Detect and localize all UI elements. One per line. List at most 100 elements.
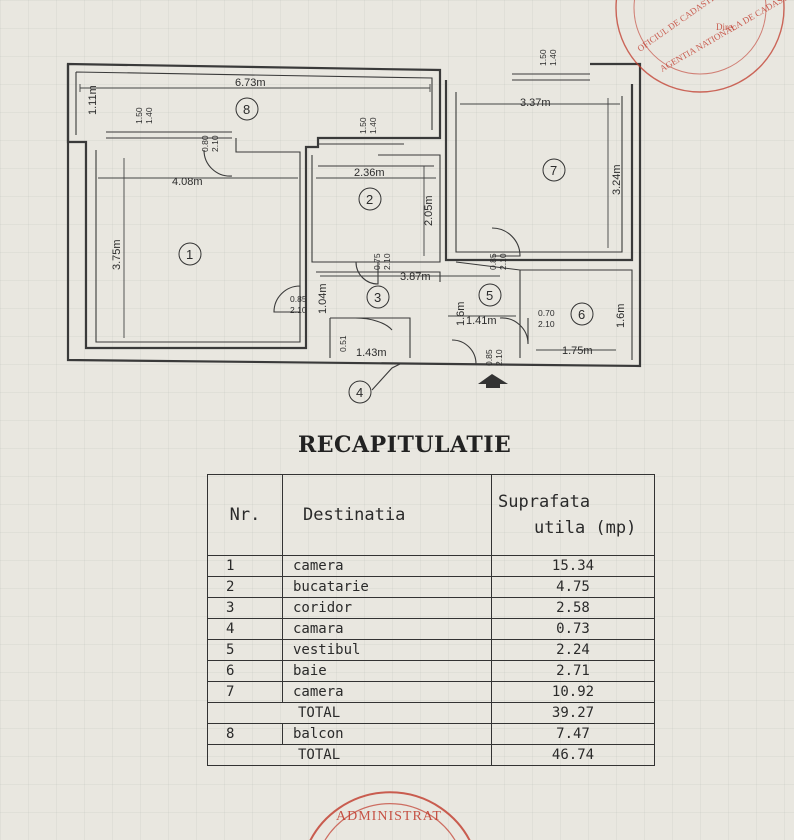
room-5-marker <box>478 283 502 307</box>
header-destinatia: Destinatia <box>282 474 492 556</box>
row-dest: bucatarie <box>282 576 492 598</box>
outer-wall <box>66 62 642 368</box>
row-nr: 1 <box>207 555 283 577</box>
room-5-number: 5 <box>486 288 493 303</box>
row-nr: 5 <box>207 639 283 661</box>
window-2-height: 1.40 <box>368 117 378 134</box>
room-8-number: 8 <box>243 102 250 117</box>
door-6-width: 0.70 <box>538 308 555 318</box>
window-room-7 <box>512 73 590 81</box>
dim-175: 1.75m <box>562 345 593 357</box>
dim-141: 1.41m <box>466 315 497 327</box>
door-balcony-width: 0.80 <box>200 135 210 152</box>
dim-387: 3.87m <box>400 271 431 283</box>
row-nr: 8 <box>207 723 283 745</box>
official-stamp-top: OFICIUL DE CADASTRU SI PUBLICITATE IMOBI… <box>615 0 794 93</box>
table-row: 2 bucatarie 4.75 <box>207 576 655 598</box>
row-dest: balcon <box>282 723 492 745</box>
row-nr: 7 <box>207 681 283 703</box>
row-val: 15.34 <box>491 555 655 577</box>
dim-143: 1.43m <box>356 347 387 359</box>
dim-line-337-324 <box>460 98 620 248</box>
door-1-height: 2.10 <box>290 305 307 315</box>
door-6-height: 2.10 <box>538 319 555 329</box>
row-dest: vestibul <box>282 639 492 661</box>
room-4-number: 4 <box>356 385 363 400</box>
window-1-width: 1.50 <box>134 107 144 124</box>
table-row: 3 coridor 2.58 <box>207 597 655 619</box>
room-2-number: 2 <box>366 192 373 207</box>
total-2-value: 46.74 <box>491 744 655 766</box>
balcony-inner-wall <box>75 71 433 135</box>
table-header-row: Nr. Destinatia Suprafata utila (mp) <box>207 474 655 556</box>
dim-line-141-175 <box>448 315 616 351</box>
row-val: 7.47 <box>491 723 655 745</box>
door-arc-room-2 <box>355 261 379 285</box>
stamp-top-text-3: Direc <box>716 22 736 32</box>
room-1-marker <box>178 242 202 266</box>
table-row: 7 camera 10.92 <box>207 681 655 703</box>
door-balcony-height: 2.10 <box>210 135 220 152</box>
window-2-width: 1.50 <box>358 117 368 134</box>
floor-plan: 6.73m 1.11m 4.08m 3.75m 2.36m 2.05m 3.37… <box>66 0 794 404</box>
row-val: 0.73 <box>491 618 655 640</box>
door-entrance-height: 2.10 <box>494 349 504 366</box>
door-arc-pantry <box>354 317 393 331</box>
door-arc-room-7 <box>491 227 521 257</box>
row-dest: coridor <box>282 597 492 619</box>
room-7-walls <box>444 80 634 262</box>
window-7-height: 1.40 <box>548 49 558 66</box>
stamp-top-text-2: AGENTIA NATIONALA DE CADASTRU <box>658 0 794 74</box>
door-2-height: 2.10 <box>382 253 392 270</box>
row-val: 10.92 <box>491 681 655 703</box>
window-7-width: 1.50 <box>538 49 548 66</box>
row-dest: baie <box>282 660 492 682</box>
table-row: 5 vestibul 2.24 <box>207 639 655 661</box>
row-dest: camera <box>282 681 492 703</box>
door-entrance-width: 0.85 <box>484 349 494 366</box>
door-1-width: 0.85 <box>290 294 307 304</box>
dim-16-bath: 1.6m <box>615 304 627 328</box>
room-7-inner <box>455 92 623 253</box>
total-1-label: TOTAL <box>207 702 492 724</box>
door-2-width: 0.75 <box>372 253 382 270</box>
room-4-marker <box>348 380 372 404</box>
dim-324: 3.24m <box>611 164 623 195</box>
room-2-walls <box>311 154 441 263</box>
total-row-1: TOTAL 39.27 <box>207 702 655 724</box>
dim-205: 2.05m <box>423 195 435 226</box>
row-nr: 3 <box>207 597 283 619</box>
door-7-height: 2.10 <box>498 253 508 270</box>
dim-16-vestibul: 1.6m <box>455 302 467 326</box>
room-3-marker <box>366 285 390 309</box>
dim-104: 1.04m <box>317 283 329 314</box>
room-7-marker <box>542 158 566 182</box>
dim-375: 3.75m <box>111 239 123 270</box>
dim-line-236-205 <box>316 166 436 256</box>
row-val: 4.75 <box>491 576 655 598</box>
window-1-height: 1.40 <box>144 107 154 124</box>
room-1-number: 1 <box>186 247 193 262</box>
header-suprafata-line-2: utila (mp) <box>534 518 637 538</box>
room-8-marker <box>235 97 259 121</box>
door-arc-balcony <box>203 149 233 177</box>
dim-236: 2.36m <box>354 167 385 179</box>
room-2-marker <box>358 187 382 211</box>
room-6-marker <box>570 302 594 326</box>
recap-title: RECAPITULATIE <box>298 432 512 458</box>
row-nr: 2 <box>207 576 283 598</box>
row-nr: 6 <box>207 660 283 682</box>
table-row: 1 camera 15.34 <box>207 555 655 577</box>
header-suprafata-line-1: Suprafata <box>498 492 591 512</box>
row-nr: 4 <box>207 618 283 640</box>
header-nr: Nr. <box>207 474 283 556</box>
dim-line-673 <box>79 84 431 92</box>
official-stamp-bottom: ADMINISTRAT <box>309 791 471 840</box>
total-row-2: TOTAL 46.74 <box>207 744 655 766</box>
door-arc-room-1 <box>273 285 301 313</box>
dim-408: 4.08m <box>172 176 203 188</box>
total-1-value: 39.27 <box>491 702 655 724</box>
dim-051: 0.51 <box>338 335 348 352</box>
row-val: 2.71 <box>491 660 655 682</box>
